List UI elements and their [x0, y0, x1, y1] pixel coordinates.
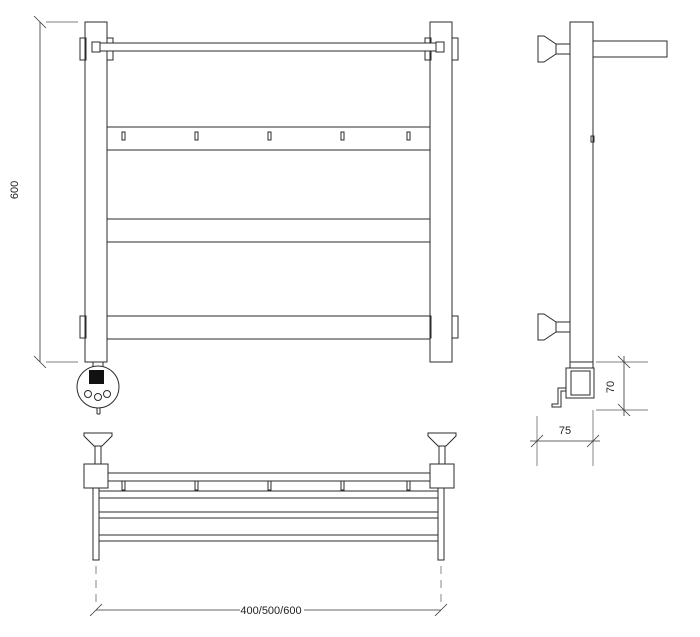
- left-upright: [84, 21, 108, 363]
- top-view: 400/500/600: [83, 432, 457, 617]
- display-icon: [89, 370, 104, 384]
- side-rail-arm: [592, 40, 668, 58]
- side-upright: [569, 21, 594, 363]
- box-height-dimension: 70: [596, 355, 648, 417]
- side-wall-mount-top: [537, 35, 571, 63]
- depth-label: 75: [559, 425, 571, 437]
- top-rail: [91, 41, 445, 53]
- top-hooks: [121, 480, 411, 491]
- bottom-bar: [106, 315, 431, 340]
- box-height-label: 70: [605, 381, 617, 393]
- top-bars: [99, 490, 438, 542]
- top-left-mount: [83, 432, 113, 489]
- hook: [406, 131, 411, 141]
- hook: [121, 131, 126, 141]
- side-view: 70 75: [530, 21, 668, 466]
- heating-element-box: [551, 361, 595, 408]
- top-shelf: [107, 472, 431, 482]
- height-dimension: 600: [9, 15, 78, 369]
- width-dimension: 400/500/600: [89, 603, 448, 617]
- depth-dimension: 75: [530, 410, 600, 466]
- right-upright: [429, 21, 453, 363]
- front-view: 600: [9, 15, 459, 415]
- middle-bar: [106, 218, 431, 243]
- hook: [340, 131, 345, 141]
- side-wall-mount-bottom: [537, 313, 571, 341]
- width-label: 400/500/600: [240, 605, 301, 617]
- thermostat-control: [76, 361, 120, 415]
- hook: [267, 131, 272, 141]
- top-right-leg: [437, 487, 445, 561]
- hook: [194, 131, 199, 141]
- top-right-mount: [427, 432, 457, 489]
- wall-brackets: [79, 37, 459, 339]
- height-label: 600: [9, 181, 21, 199]
- top-left-leg: [92, 487, 100, 561]
- hook-shelf: [106, 126, 431, 151]
